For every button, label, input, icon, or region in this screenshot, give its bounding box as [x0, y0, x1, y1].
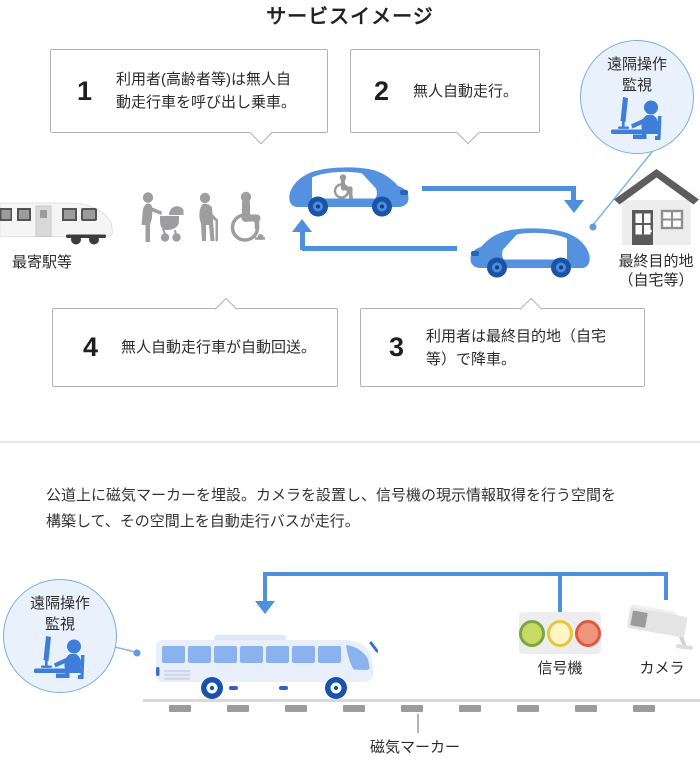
sensor-connector-camera-drop — [664, 572, 668, 600]
car-headlight — [400, 190, 408, 195]
flow-arrow-forward-vertical — [571, 186, 576, 201]
elderly-person-icon — [199, 192, 218, 242]
wheelchair-user-icon — [230, 191, 265, 242]
car-cabin — [502, 232, 567, 260]
step-3-bubble: 3 利用者は最終目的地（自宅等）で降車。 — [360, 297, 645, 387]
step-4-number: 4 — [83, 332, 99, 362]
house-icon — [614, 169, 699, 245]
sensor-connector-signal-drop — [558, 572, 562, 612]
desk — [611, 129, 648, 134]
magnetic-marker-icon — [517, 705, 539, 712]
autonomous-car-icon — [289, 167, 409, 217]
flow-arrow-return-vertical — [300, 232, 305, 250]
camera-label: カメラ — [639, 660, 685, 677]
car-wheels — [308, 196, 392, 217]
signal-label: 信号機 — [537, 660, 583, 677]
bus-wheels — [201, 677, 347, 699]
remote-leader-dot-top — [589, 223, 597, 231]
traffic-light-red — [575, 619, 601, 647]
remote-monitor-label: 遠隔操作 — [29, 595, 90, 612]
magnetic-marker-label: 磁気マーカー — [369, 739, 460, 756]
remote-leader-dot-bottom — [133, 649, 141, 657]
section-divider — [0, 441, 700, 443]
magnetic-marker-icon — [401, 705, 423, 712]
magnetic-marker-icon — [575, 705, 597, 712]
step-3-number: 3 — [389, 332, 405, 362]
step-1-text: 利用者(高齢者等)は無人自動走行車を呼び出し乗車。 — [116, 71, 297, 111]
page-title: サービスイメージ — [266, 6, 434, 28]
train-icon — [0, 202, 114, 245]
magnetic-markers — [0, 705, 700, 712]
bus-mirror — [369, 641, 378, 653]
destination-label: （自宅等） — [618, 272, 694, 289]
remote-leader-line-bottom — [114, 646, 136, 653]
users-group-icon — [141, 191, 265, 242]
autonomous-bus-icon — [156, 635, 378, 699]
step-1-number: 1 — [77, 75, 93, 106]
car-wheels — [487, 257, 571, 278]
road-line — [143, 699, 700, 702]
bus-windows — [162, 645, 370, 670]
station-label: 最寄駅等 — [12, 254, 73, 271]
bus-underbody-sensors — [229, 686, 338, 690]
sensor-connector-horizontal — [263, 572, 668, 576]
magnetic-marker-icon — [459, 705, 481, 712]
traffic-light-yellow — [547, 619, 573, 647]
operator-head — [644, 100, 658, 115]
car-headlight — [471, 251, 479, 256]
step-2-text: 無人自動走行。 — [413, 82, 519, 100]
marker-leader-line — [417, 714, 419, 733]
sensor-connector-bus-drop — [263, 572, 267, 602]
remote-monitor-label: 監視 — [44, 616, 75, 633]
remote-monitor-badge-bottom: 遠隔操作 監視 — [3, 579, 117, 693]
wheelchair-symbol — [333, 174, 353, 199]
parent-with-stroller-icon — [141, 192, 184, 242]
train-door — [35, 205, 52, 237]
camera-icon — [627, 604, 693, 650]
step-4-bubble: 4 無人自動走行車が自動回送。 — [52, 297, 338, 387]
description-line: 公道上に磁気マーカーを埋設。カメラを設置し、信号機の現示情報取得を行う空間を — [46, 487, 617, 504]
house-roof — [614, 169, 699, 205]
magnetic-marker-icon — [227, 705, 249, 712]
step-3-text: 利用者は最終目的地（自宅等）で降車。 — [426, 327, 607, 368]
magnetic-marker-icon — [633, 705, 655, 712]
camera-lens — [630, 610, 648, 628]
step-1-bubble: 1 利用者(高齢者等)は無人自動走行車を呼び出し乗車。 — [50, 49, 328, 144]
remote-monitor-badge-top: 遠隔操作 監視 — [580, 40, 694, 154]
sensor-connector-bus-arrowhead — [255, 601, 275, 614]
traffic-light-green — [519, 619, 545, 647]
remote-monitor-label: 監視 — [621, 77, 652, 94]
step-2-bubble: 2 無人自動走行。 — [350, 49, 540, 144]
flow-arrow-return-horizontal — [302, 246, 457, 251]
description-line: 構築して、その空間上を自動走行バスが走行。 — [46, 513, 360, 530]
flow-arrow-forward-head — [564, 200, 584, 213]
magnetic-marker-icon — [285, 705, 307, 712]
magnetic-marker-icon — [169, 705, 191, 712]
flow-arrow-return-head — [292, 219, 312, 232]
bottom-description: 公道上に磁気マーカーを埋設。カメラを設置し、信号機の現示情報取得を行う空間を 構… — [46, 483, 676, 535]
destination-label: 最終目的地 — [618, 253, 694, 270]
flow-arrow-forward-horizontal — [422, 186, 575, 191]
operator-at-desk-icon — [34, 636, 85, 679]
step-2-number: 2 — [374, 75, 390, 106]
traffic-light-icon — [519, 612, 601, 654]
operator-at-desk-icon — [611, 97, 662, 140]
step-4-text: 無人自動走行車が自動回送。 — [121, 339, 317, 356]
magnetic-marker-icon — [343, 705, 365, 712]
remote-leader-line-top — [592, 146, 657, 226]
monitor — [620, 97, 628, 122]
remote-monitor-label: 遠隔操作 — [606, 56, 667, 73]
autonomous-car-icon — [470, 228, 590, 278]
